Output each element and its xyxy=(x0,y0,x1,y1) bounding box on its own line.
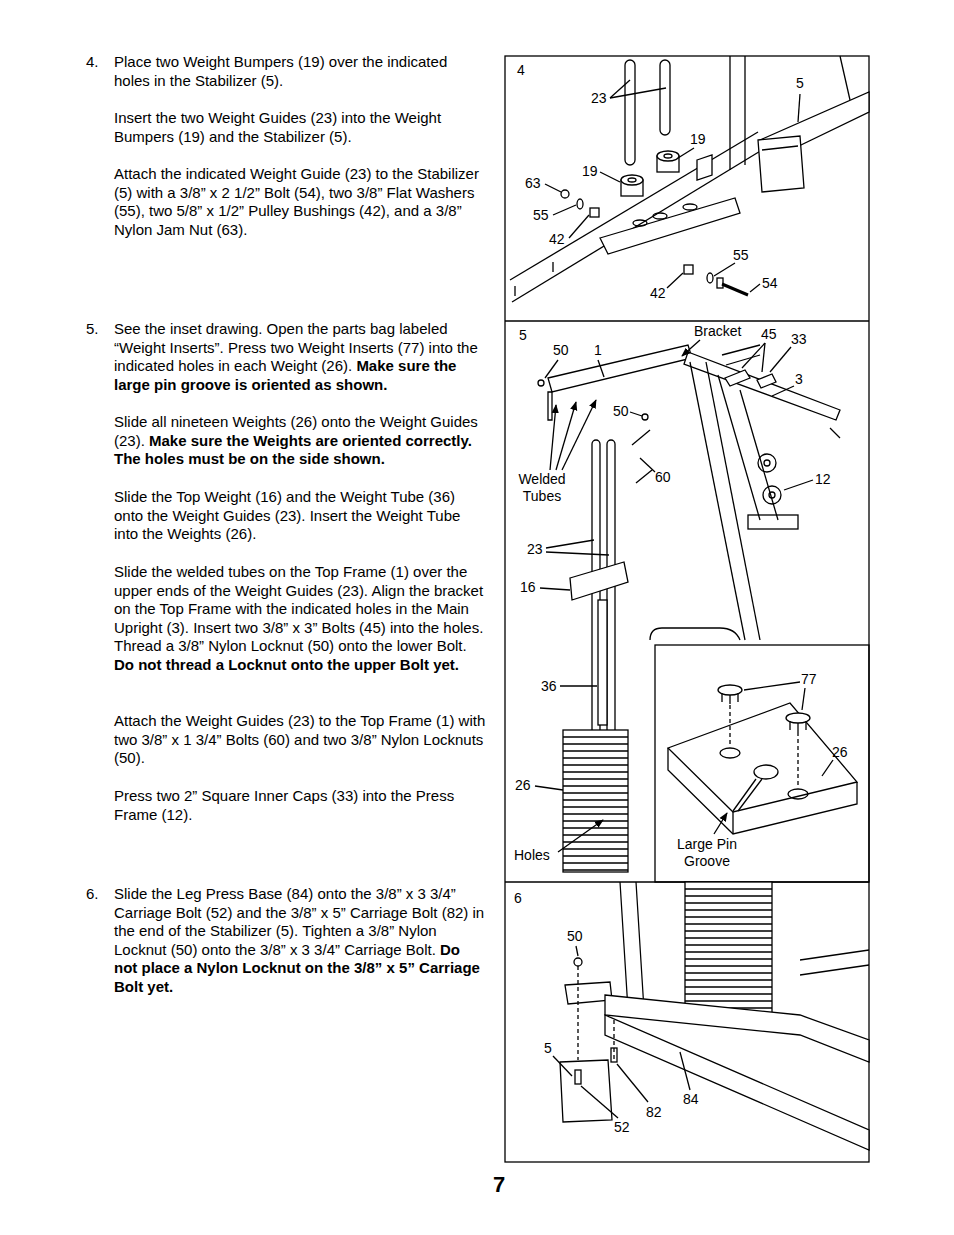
callout-label: 6 xyxy=(514,890,522,906)
callout-label: 5 xyxy=(544,1040,552,1056)
callout-label: 77 xyxy=(801,671,817,687)
instruction-text: Place two Weight Bumpers (19) over the i… xyxy=(114,53,486,90)
callout-label: 19 xyxy=(582,163,598,179)
instruction-sentence: Attach the Weight Guides (23) to the Top… xyxy=(114,712,485,766)
instruction-text: 6. xyxy=(86,885,112,904)
callout-label: 42 xyxy=(650,285,666,301)
callout-label: 5 xyxy=(519,327,527,343)
callout-label: 60 xyxy=(655,469,671,485)
callout-label: Welded Tubes xyxy=(511,471,573,505)
callout-label: 12 xyxy=(815,471,831,487)
callout-label: 33 xyxy=(791,331,807,347)
instruction-sentence: Slide the Top Weight (16) and the Weight… xyxy=(114,488,460,542)
callout-label: 55 xyxy=(533,207,549,223)
callout-label: 55 xyxy=(733,247,749,263)
callout-label: 84 xyxy=(683,1091,699,1107)
instruction-sentence: Slide the Leg Press Base (84) onto the 3… xyxy=(114,885,484,958)
callout-label: 52 xyxy=(614,1119,630,1135)
instruction-sentence: Press two 2” Square Inner Caps (33) into… xyxy=(114,787,454,823)
callout-label: 26 xyxy=(832,744,848,760)
callout-label: 1 xyxy=(594,342,602,358)
instruction-sentence: Attach the indicated Weight Guide (23) t… xyxy=(114,165,479,238)
callout-label: 54 xyxy=(762,275,778,291)
callout-label: 50 xyxy=(553,342,569,358)
callout-label: 42 xyxy=(549,231,565,247)
instruction-text: Attach the Weight Guides (23) to the Top… xyxy=(114,712,486,768)
instruction-sentence: Do not thread a Locknut onto the upper B… xyxy=(114,656,459,673)
callout-label: 5 xyxy=(796,75,804,91)
instruction-text: 4. xyxy=(86,53,112,72)
instruction-text: Press two 2” Square Inner Caps (33) into… xyxy=(114,787,486,824)
callout-label: 26 xyxy=(515,777,531,793)
instruction-text: Slide all nineteen Weights (26) onto the… xyxy=(114,413,486,469)
callout-label: 50 xyxy=(567,928,583,944)
callout-label: Large Pin Groove xyxy=(667,836,747,870)
page-number: 7 xyxy=(493,1172,505,1198)
instruction-text: Slide the welded tubes on the Top Frame … xyxy=(114,563,486,675)
callout-label: Holes xyxy=(514,847,550,863)
callout-label: 36 xyxy=(541,678,557,694)
callout-label: 19 xyxy=(690,131,706,147)
callout-label: 82 xyxy=(646,1104,662,1120)
instruction-sentence: Slide the welded tubes on the Top Frame … xyxy=(114,563,483,654)
callout-label: 3 xyxy=(795,371,803,387)
instruction-sentence: Make sure the Weights are oriented corre… xyxy=(114,432,472,468)
callout-label: 23 xyxy=(527,541,543,557)
step-number: 5. xyxy=(86,320,99,337)
callout-label: 4 xyxy=(517,62,525,78)
callout-label: Bracket xyxy=(694,323,741,339)
instruction-text: See the inset drawing. Open the parts ba… xyxy=(114,320,486,394)
instruction-text: Insert the two Weight Guides (23) into t… xyxy=(114,109,486,146)
callout-label: 63 xyxy=(525,175,541,191)
instruction-text: 5. xyxy=(86,320,112,339)
callout-label: 16 xyxy=(520,579,536,595)
instruction-text: Slide the Top Weight (16) and the Weight… xyxy=(114,488,486,544)
step-number: 4. xyxy=(86,53,99,70)
callout-label: 45 xyxy=(761,326,777,342)
instruction-sentence: Place two Weight Bumpers (19) over the i… xyxy=(114,53,447,89)
instruction-text: Attach the indicated Weight Guide (23) t… xyxy=(114,165,486,239)
step-number: 6. xyxy=(86,885,99,902)
callout-label: 23 xyxy=(591,90,607,106)
callout-label: 50 xyxy=(613,403,629,419)
instruction-text: Slide the Leg Press Base (84) onto the 3… xyxy=(114,885,486,997)
instruction-sentence: Insert the two Weight Guides (23) into t… xyxy=(114,109,441,145)
